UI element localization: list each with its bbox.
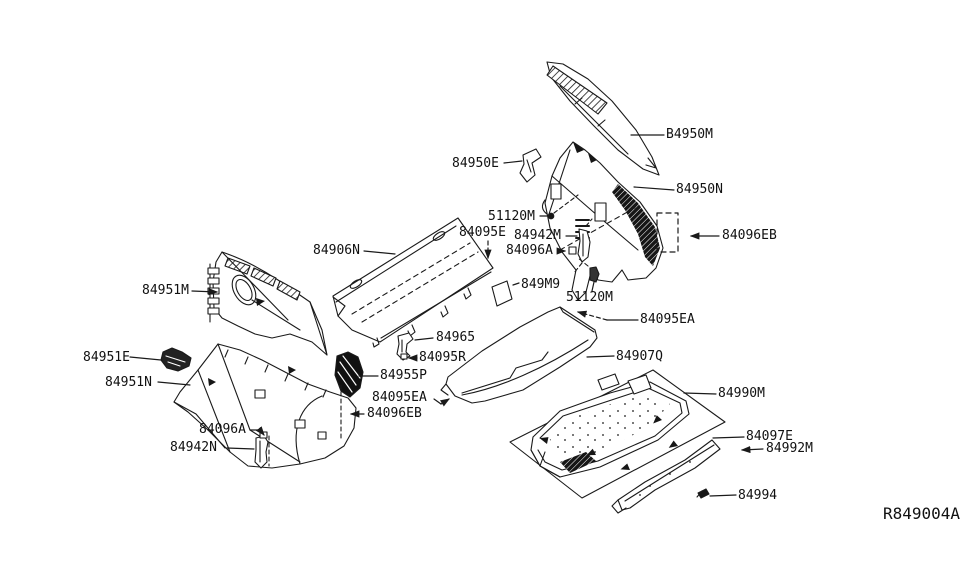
part-label-51120m-lower: 51120M	[566, 290, 613, 305]
leader-lines	[129, 134, 764, 497]
part-bracket-84942m	[568, 218, 593, 274]
part-label-84906n: 84906N	[313, 243, 360, 258]
part-label-84965: 84965	[436, 330, 476, 345]
part-label-84907q: 84907Q	[616, 349, 663, 364]
part-label-84955p: 84955P	[380, 368, 427, 383]
part-label-84951e: 84951E	[83, 350, 130, 365]
diagram-reference-code: R849004A	[883, 504, 961, 523]
part-label-84950e: 84950E	[452, 156, 499, 171]
part-label-84942n: 84942N	[170, 440, 217, 455]
part-label-84095e: 84095E	[459, 225, 506, 240]
part-quarter-trim-84951n	[173, 343, 357, 469]
part-pad-849m9	[491, 280, 513, 307]
part-label-849m9: 849M9	[521, 277, 561, 292]
part-label-84951m: 84951M	[142, 283, 189, 298]
part-bracket-84965	[396, 332, 414, 361]
part-label-84990m: 84990M	[718, 386, 765, 401]
part-label-84994: 84994	[738, 488, 778, 503]
part-label-b4950m: B4950M	[666, 127, 713, 142]
part-rear-plate-84992m	[611, 439, 721, 514]
part-label-84096a-lower: 84096A	[199, 422, 246, 437]
part-label-84096eb-left: 84096EB	[367, 406, 422, 421]
part-label-51120m-upper: 51120M	[488, 209, 535, 224]
part-quarter-trim-84951m	[207, 251, 328, 356]
part-label-84096a-upper: 84096A	[506, 243, 553, 258]
part-label-84095ea-right: 84095EA	[640, 312, 695, 327]
part-rear-shelf-84907q	[440, 306, 598, 404]
part-label-84942m: 84942M	[514, 228, 561, 243]
part-bracket-84942n	[254, 431, 270, 469]
part-screw-84994	[696, 488, 710, 499]
part-label-84950n: 84950N	[676, 182, 723, 197]
part-label-84097e: 84097E	[746, 429, 793, 444]
part-luggage-board-84906n	[332, 217, 494, 348]
part-clip-84951e	[160, 347, 192, 372]
part-label-84992m: 84992M	[766, 441, 813, 456]
part-grille-84955p	[334, 351, 364, 441]
part-clip-51120m-upper	[547, 194, 579, 220]
part-floor-finisher-84990m	[509, 369, 726, 499]
part-label-84095r: 84095R	[419, 350, 466, 365]
part-clip-51120m-lower	[577, 257, 600, 283]
part-label-84951n: 84951N	[105, 375, 152, 390]
part-upper-garnish-84950m	[546, 61, 660, 176]
part-bracket-84950e	[519, 148, 542, 183]
part-quarter-trim-84950n	[541, 141, 664, 301]
part-label-84095ea-left: 84095EA	[372, 390, 427, 405]
part-label-84096eb-right: 84096EB	[722, 228, 777, 243]
